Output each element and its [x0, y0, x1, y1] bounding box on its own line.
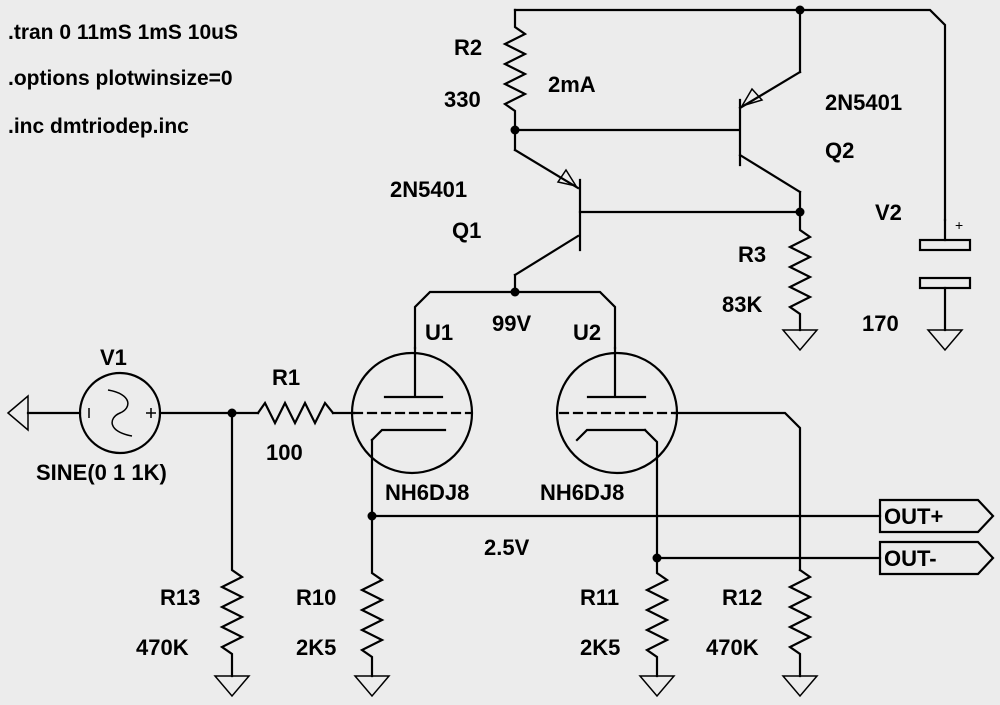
v1-ref-label: V1 — [100, 345, 127, 370]
r1-ref-label: R1 — [272, 365, 300, 390]
r10-ref-label: R10 — [296, 585, 336, 610]
triode-u1 — [331, 346, 474, 518]
r3-value-label: 83K — [722, 292, 762, 317]
resistor-r13 — [213, 411, 251, 698]
directive-include: .inc dmtriodep.inc — [8, 115, 189, 138]
cathode-voltage-annotation: 2.5V — [484, 535, 530, 560]
v2-plus-sign: + — [955, 217, 963, 233]
out-minus-wire — [652, 553, 882, 563]
port-out-minus: OUT- — [878, 540, 995, 576]
transistor-q1 — [510, 128, 805, 297]
r13-value-label: 470K — [136, 635, 189, 660]
r1-value-label: 100 — [266, 440, 303, 465]
r12-ref-label: R12 — [722, 585, 762, 610]
current-annotation: 2mA — [548, 72, 596, 97]
resistor-r10 — [353, 514, 391, 698]
r11-value-label: 2K5 — [580, 635, 620, 660]
anode-voltage-annotation: 99V — [492, 311, 531, 336]
triode-u2 — [555, 346, 802, 572]
resistor-r1 — [256, 400, 335, 426]
resistor-r11 — [638, 556, 676, 698]
r3-ref-label: R3 — [738, 242, 766, 267]
u2-ref-label: U2 — [573, 320, 601, 345]
u1-model-label: NH6DJ8 — [385, 480, 469, 505]
q2-ref-label: Q2 — [825, 138, 854, 163]
out-minus-label: OUT- — [884, 546, 937, 571]
r11-ref-label: R11 — [580, 585, 619, 610]
v2-ref-label: V2 — [875, 200, 902, 225]
directive-options: .options plotwinsize=0 — [8, 67, 233, 90]
resistor-r2 — [502, 8, 528, 135]
v1-value-label: SINE(0 1 1K) — [36, 460, 167, 485]
directive-tran: .tran 0 11mS 1mS 10uS — [8, 21, 238, 44]
u2-model-label: NH6DJ8 — [540, 480, 624, 505]
r10-value-label: 2K5 — [296, 635, 336, 660]
r2-ref-label: R2 — [454, 35, 482, 60]
q2-model-label: 2N5401 — [825, 90, 902, 115]
r2-value-label: 330 — [444, 87, 481, 112]
out-plus-wire — [367, 511, 882, 521]
battery-v2 — [918, 218, 972, 352]
u1-ref-label: U1 — [425, 320, 453, 345]
r13-ref-label: R13 — [160, 585, 200, 610]
resistor-r3 — [781, 210, 819, 352]
anode-wires — [413, 290, 617, 350]
out-plus-label: OUT+ — [884, 504, 943, 529]
q1-model-label: 2N5401 — [390, 177, 467, 202]
sine-source-v1 — [78, 371, 260, 455]
input-ground — [6, 394, 82, 432]
port-out-plus: OUT+ — [878, 498, 995, 534]
resistor-r12 — [781, 568, 819, 698]
q1-ref-label: Q1 — [452, 218, 481, 243]
r12-value-label: 470K — [706, 635, 759, 660]
v2-value-label: 170 — [862, 311, 899, 336]
